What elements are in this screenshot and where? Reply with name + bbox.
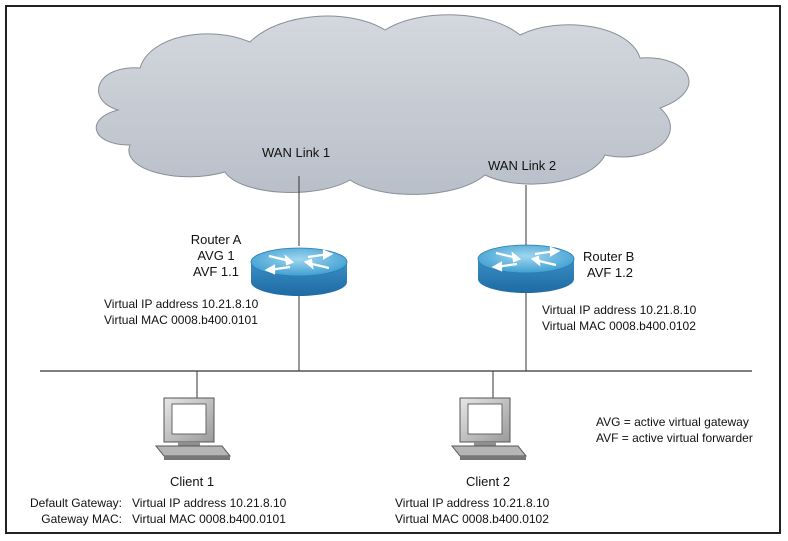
client-1-virtual-mac: Virtual MAC 0008.b400.0101 — [132, 512, 286, 526]
client-2-virtual-ip: Virtual IP address 10.21.8.10 — [395, 496, 550, 510]
client-2-virtual-mac: Virtual MAC 0008.b400.0102 — [395, 512, 549, 526]
client-1-virtual-ip: Virtual IP address 10.21.8.10 — [132, 496, 287, 510]
router-a-role-avf: AVF 1.1 — [192, 264, 239, 279]
legend-avf: AVF = active virtual forwarder — [596, 431, 753, 445]
router-b-role-avf: AVF 1.2 — [587, 265, 634, 280]
router-a-virtual-ip: Virtual IP address 10.21.8.10 — [104, 297, 259, 311]
wan-link-1-label: WAN Link 1 — [262, 145, 331, 160]
client-2-name: Client 2 — [466, 474, 511, 489]
router-a-name: Router A — [190, 232, 242, 247]
router-b-name: Router B — [583, 249, 635, 264]
router-a-icon — [250, 247, 348, 296]
client-1-computer-icon — [154, 397, 232, 460]
client-1-name: Client 1 — [170, 474, 215, 489]
router-b-virtual-mac: Virtual MAC 0008.b400.0102 — [542, 319, 696, 333]
wan-link-2-label: WAN Link 2 — [488, 158, 557, 173]
legend-avg: AVG = active virtual gateway — [596, 415, 749, 429]
router-b-virtual-ip: Virtual IP address 10.21.8.10 — [542, 303, 697, 317]
client-1-default-gateway-label: Default Gateway: — [29, 496, 122, 510]
wan-cloud — [95, 14, 690, 195]
client-1-gateway-mac-label: Gateway MAC: — [41, 512, 122, 526]
router-a-virtual-mac: Virtual MAC 0008.b400.0101 — [104, 313, 258, 327]
router-b-icon — [477, 244, 575, 293]
client-2-computer-icon — [450, 397, 528, 460]
router-a-role-avg: AVG 1 — [197, 248, 235, 263]
